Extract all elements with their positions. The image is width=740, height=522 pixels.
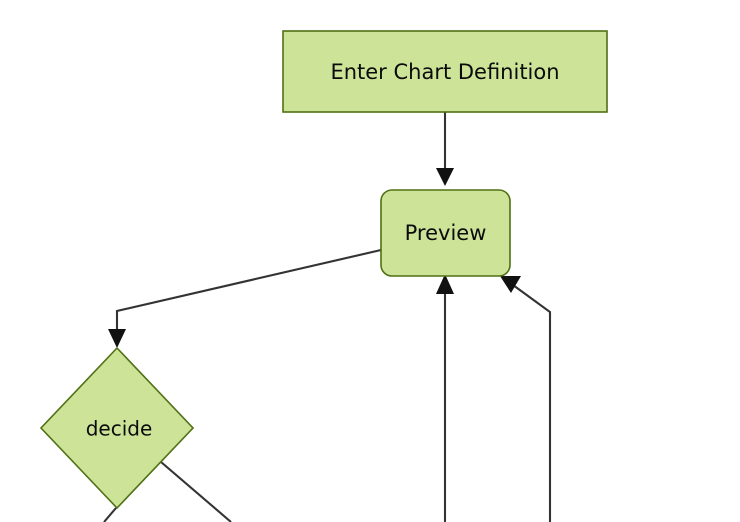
edge-line (115, 248, 382, 336)
edge-line (512, 284, 552, 522)
arrowhead-upleft-icon (500, 276, 521, 293)
edge-preview-to-decide[interactable] (108, 248, 382, 348)
edge-decide-bottom-out[interactable] (103, 507, 117, 522)
edge-line (103, 507, 117, 522)
edge-decide-right-out[interactable] (160, 461, 232, 522)
edge-line (160, 461, 232, 522)
node-decide[interactable]: decide (39, 346, 195, 510)
node-rounded-rectangle (380, 189, 511, 277)
edge-bottom-center-to-preview[interactable] (436, 274, 454, 522)
arrowhead-down-icon (108, 329, 126, 348)
arrowhead-down-icon (436, 168, 454, 186)
edge-bottom-right-to-preview[interactable] (500, 276, 552, 522)
arrowhead-up-icon (436, 274, 454, 294)
node-preview[interactable]: Preview (380, 189, 511, 277)
node-layer: Enter Chart Definition Preview decide (39, 30, 608, 510)
node-diamond (39, 346, 195, 510)
node-rectangle (282, 30, 608, 113)
edge-layer (103, 112, 552, 522)
node-enter-chart-definition[interactable]: Enter Chart Definition (282, 30, 608, 113)
edge-enter-to-preview[interactable] (436, 112, 454, 186)
